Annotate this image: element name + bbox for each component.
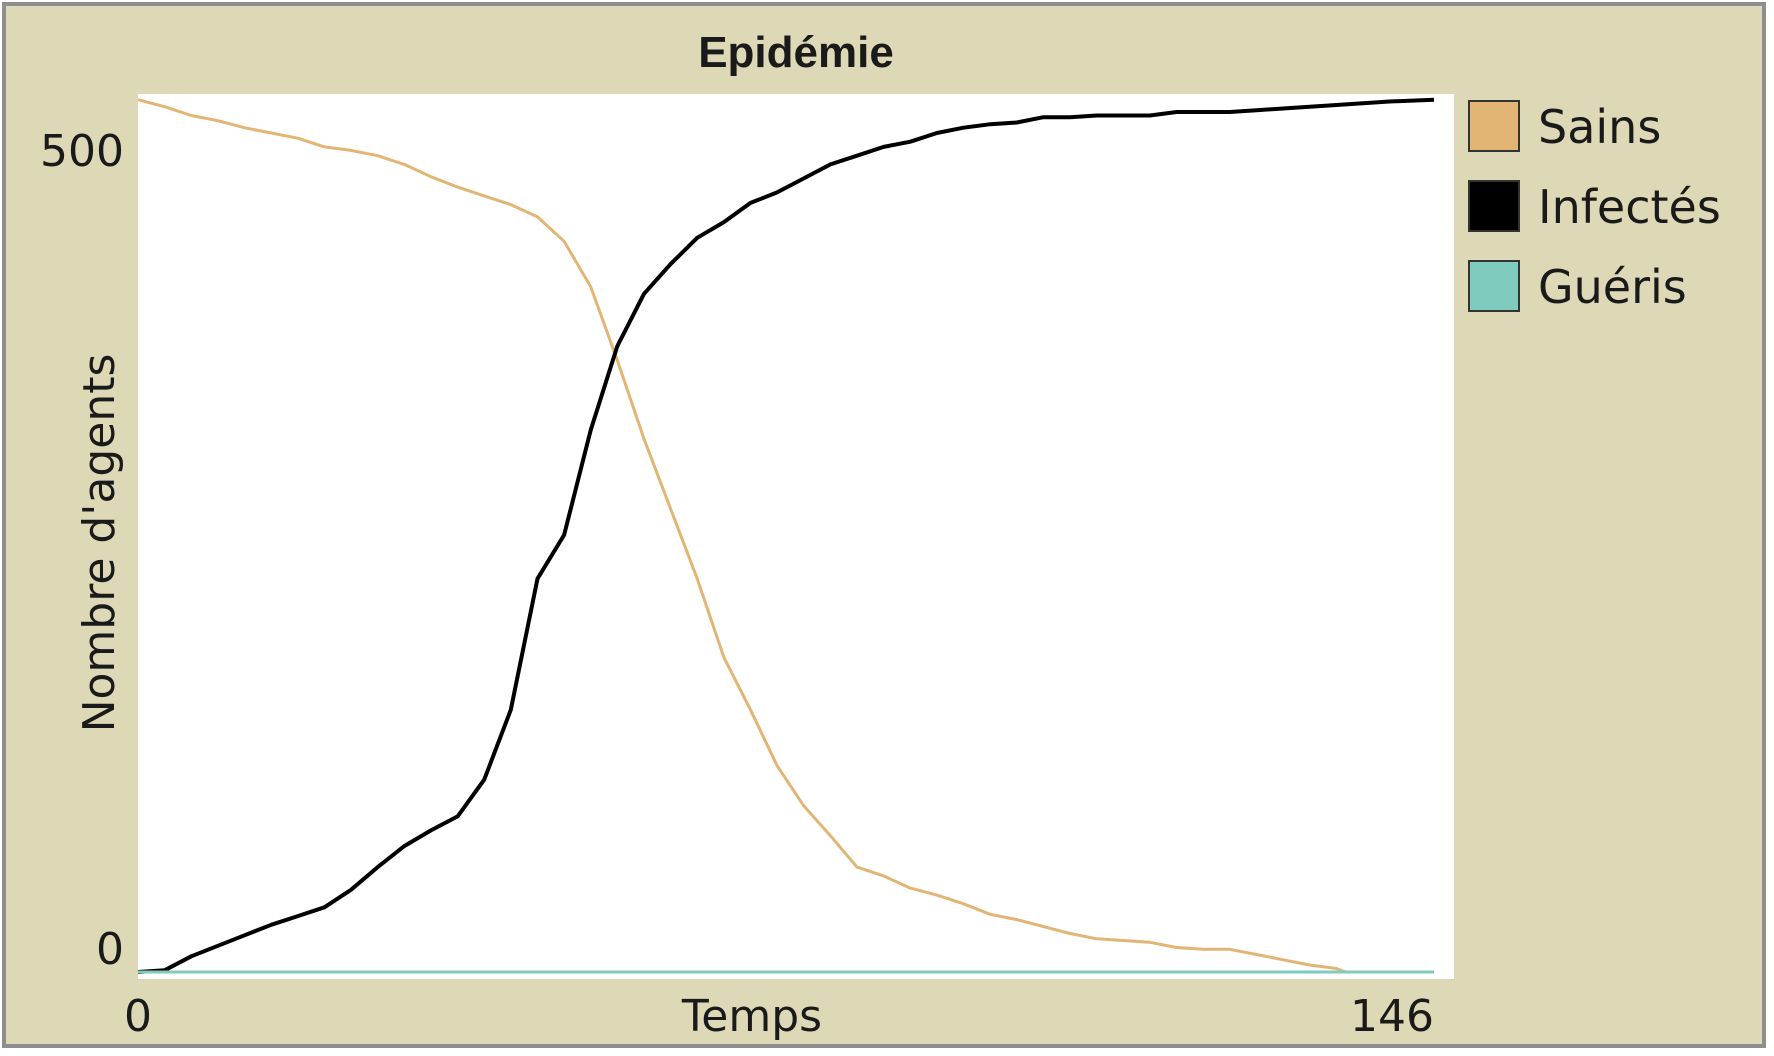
series-layer: [137, 97, 1435, 974]
legend-label: Sains: [1538, 100, 1662, 154]
chart-canvas: 500 0 0 146 Temps Nombre d'agents: [40, 94, 1454, 1042]
y-tick-label-max: 500: [40, 126, 124, 177]
legend-swatch: [1468, 260, 1520, 312]
series-line-1: [137, 97, 1435, 974]
y-axis-label: Nombre d'agents: [74, 354, 125, 733]
y-tick-label-min: 0: [96, 924, 124, 975]
x-tick-label-min: 0: [124, 991, 152, 1042]
plot-area: [138, 94, 1454, 979]
x-axis-label: Temps: [681, 991, 822, 1042]
legend-label: Guéris: [1538, 260, 1687, 314]
legend-label: Infectés: [1538, 180, 1721, 234]
x-tick-label-max: 146: [1350, 991, 1434, 1042]
legend-swatch: [1468, 180, 1520, 232]
series-line-0: [137, 98, 1346, 974]
legend-swatch: [1468, 100, 1520, 152]
chart-title: Epidémie: [698, 28, 894, 77]
